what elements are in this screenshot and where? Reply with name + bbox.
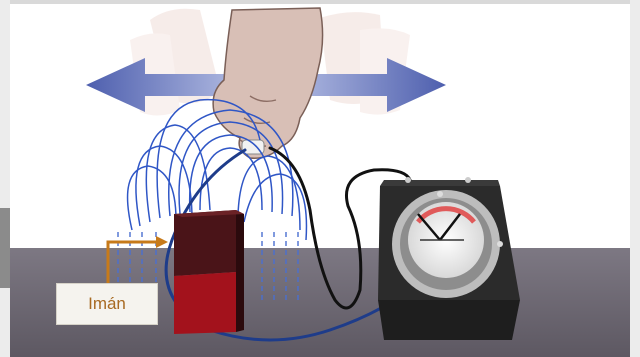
magnet-label: Imán (88, 294, 126, 314)
right-border (630, 0, 640, 357)
galvanometer-icon (378, 177, 520, 340)
top-border (0, 0, 640, 4)
magnet (174, 210, 244, 334)
magnet-label-box: Imán (56, 283, 158, 325)
left-border (0, 0, 10, 357)
left-edge-strip (0, 208, 10, 288)
